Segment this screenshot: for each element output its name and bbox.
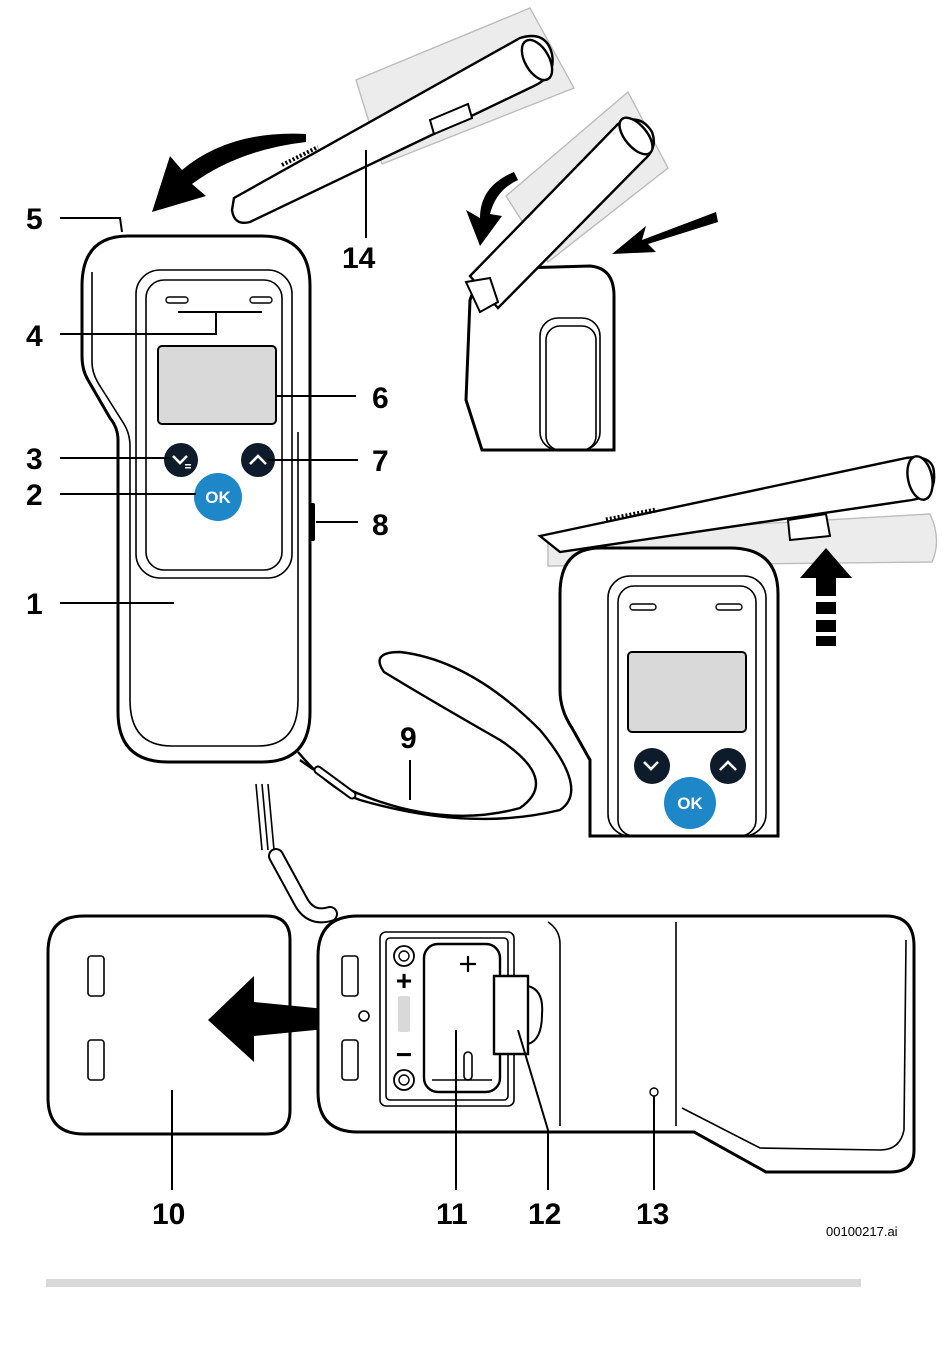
callout-7: 7 (372, 445, 389, 478)
battery-plus-label: + (396, 965, 412, 996)
callout-4: 4 (26, 320, 43, 353)
callout-1: 1 (26, 588, 43, 621)
up-button-2 (710, 748, 746, 784)
ok-button-2-label: OK (677, 794, 703, 813)
footer-bar (46, 1279, 861, 1287)
straight-arrow-icon (612, 212, 718, 254)
callout-13: 13 (636, 1198, 669, 1231)
callout-14: 14 (342, 242, 376, 275)
battery-minus-label: − (396, 1039, 412, 1070)
down-menu-button[interactable] (164, 443, 198, 477)
callout-8: 8 (372, 509, 389, 542)
battery-cell (424, 944, 500, 1092)
mouthpiece-tube (232, 36, 553, 223)
ok-button-label: OK (205, 488, 231, 507)
ok-button[interactable]: OK (194, 473, 242, 521)
display-screen (158, 346, 276, 424)
callout-10: 10 (152, 1198, 185, 1231)
battery-pull-tab (494, 976, 528, 1054)
callout-3: 3 (26, 443, 43, 476)
callout-5: 5 (26, 203, 43, 236)
file-reference: 00100217.ai (826, 1224, 898, 1239)
wrist-strap (298, 652, 571, 819)
battery-compartment-view: + − (48, 784, 914, 1172)
secondary-device-view: OK (540, 454, 937, 836)
callout-9: 9 (400, 722, 417, 755)
callout-2: 2 (26, 479, 43, 512)
callout-12: 12 (528, 1198, 561, 1231)
side-button (309, 503, 315, 541)
callout-11: 11 (436, 1198, 468, 1231)
down-menu-button-2 (634, 748, 670, 784)
callout-6: 6 (372, 382, 389, 415)
ok-button-2: OK (664, 777, 716, 829)
insertion-view (466, 92, 718, 450)
